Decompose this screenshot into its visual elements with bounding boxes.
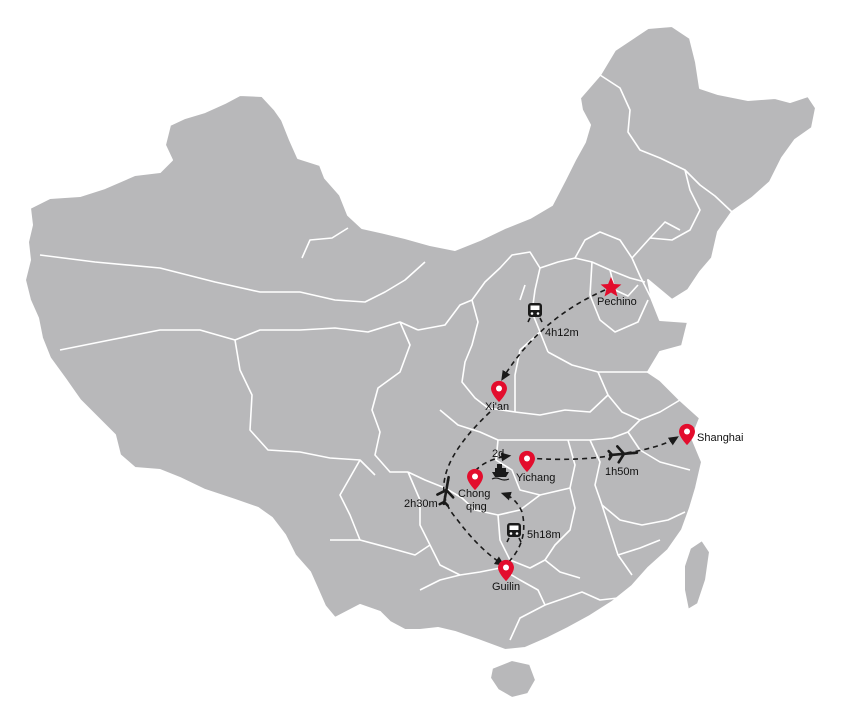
hainan-island xyxy=(489,659,537,699)
city-label-pechino: Pechino xyxy=(597,296,637,308)
route-pechino-xian xyxy=(501,289,606,381)
route-guilin-chongqing xyxy=(500,491,525,569)
taiwan-island xyxy=(683,539,711,611)
city-label-chongqing-line1: Chong xyxy=(458,488,490,500)
province-borders xyxy=(39,74,733,641)
city-label-yichang: Yichang xyxy=(516,472,555,484)
city-label-xian: Xi'an xyxy=(485,401,509,413)
route-xian-guilin xyxy=(442,411,505,566)
plane-icon xyxy=(607,445,639,464)
train-icon xyxy=(506,523,522,543)
duration-pechino-xian: 4h12m xyxy=(545,327,579,339)
duration-guilin-chongqing: 5h18m xyxy=(527,529,561,541)
duration-chongqing-yichang: 2d xyxy=(492,448,504,460)
mainland-china xyxy=(24,25,817,651)
city-label-guilin: Guilin xyxy=(492,581,520,593)
train-icon xyxy=(527,303,543,323)
duration-yichang-shanghai: 1h50m xyxy=(605,466,639,478)
plane-icon xyxy=(436,475,455,507)
duration-xian-guilin: 2h30m xyxy=(404,498,438,510)
city-label-chongqing-line2: qing xyxy=(466,501,487,513)
star-icon xyxy=(600,277,622,297)
city-label-shanghai: Shanghai xyxy=(697,432,744,444)
ship-icon xyxy=(491,464,510,481)
